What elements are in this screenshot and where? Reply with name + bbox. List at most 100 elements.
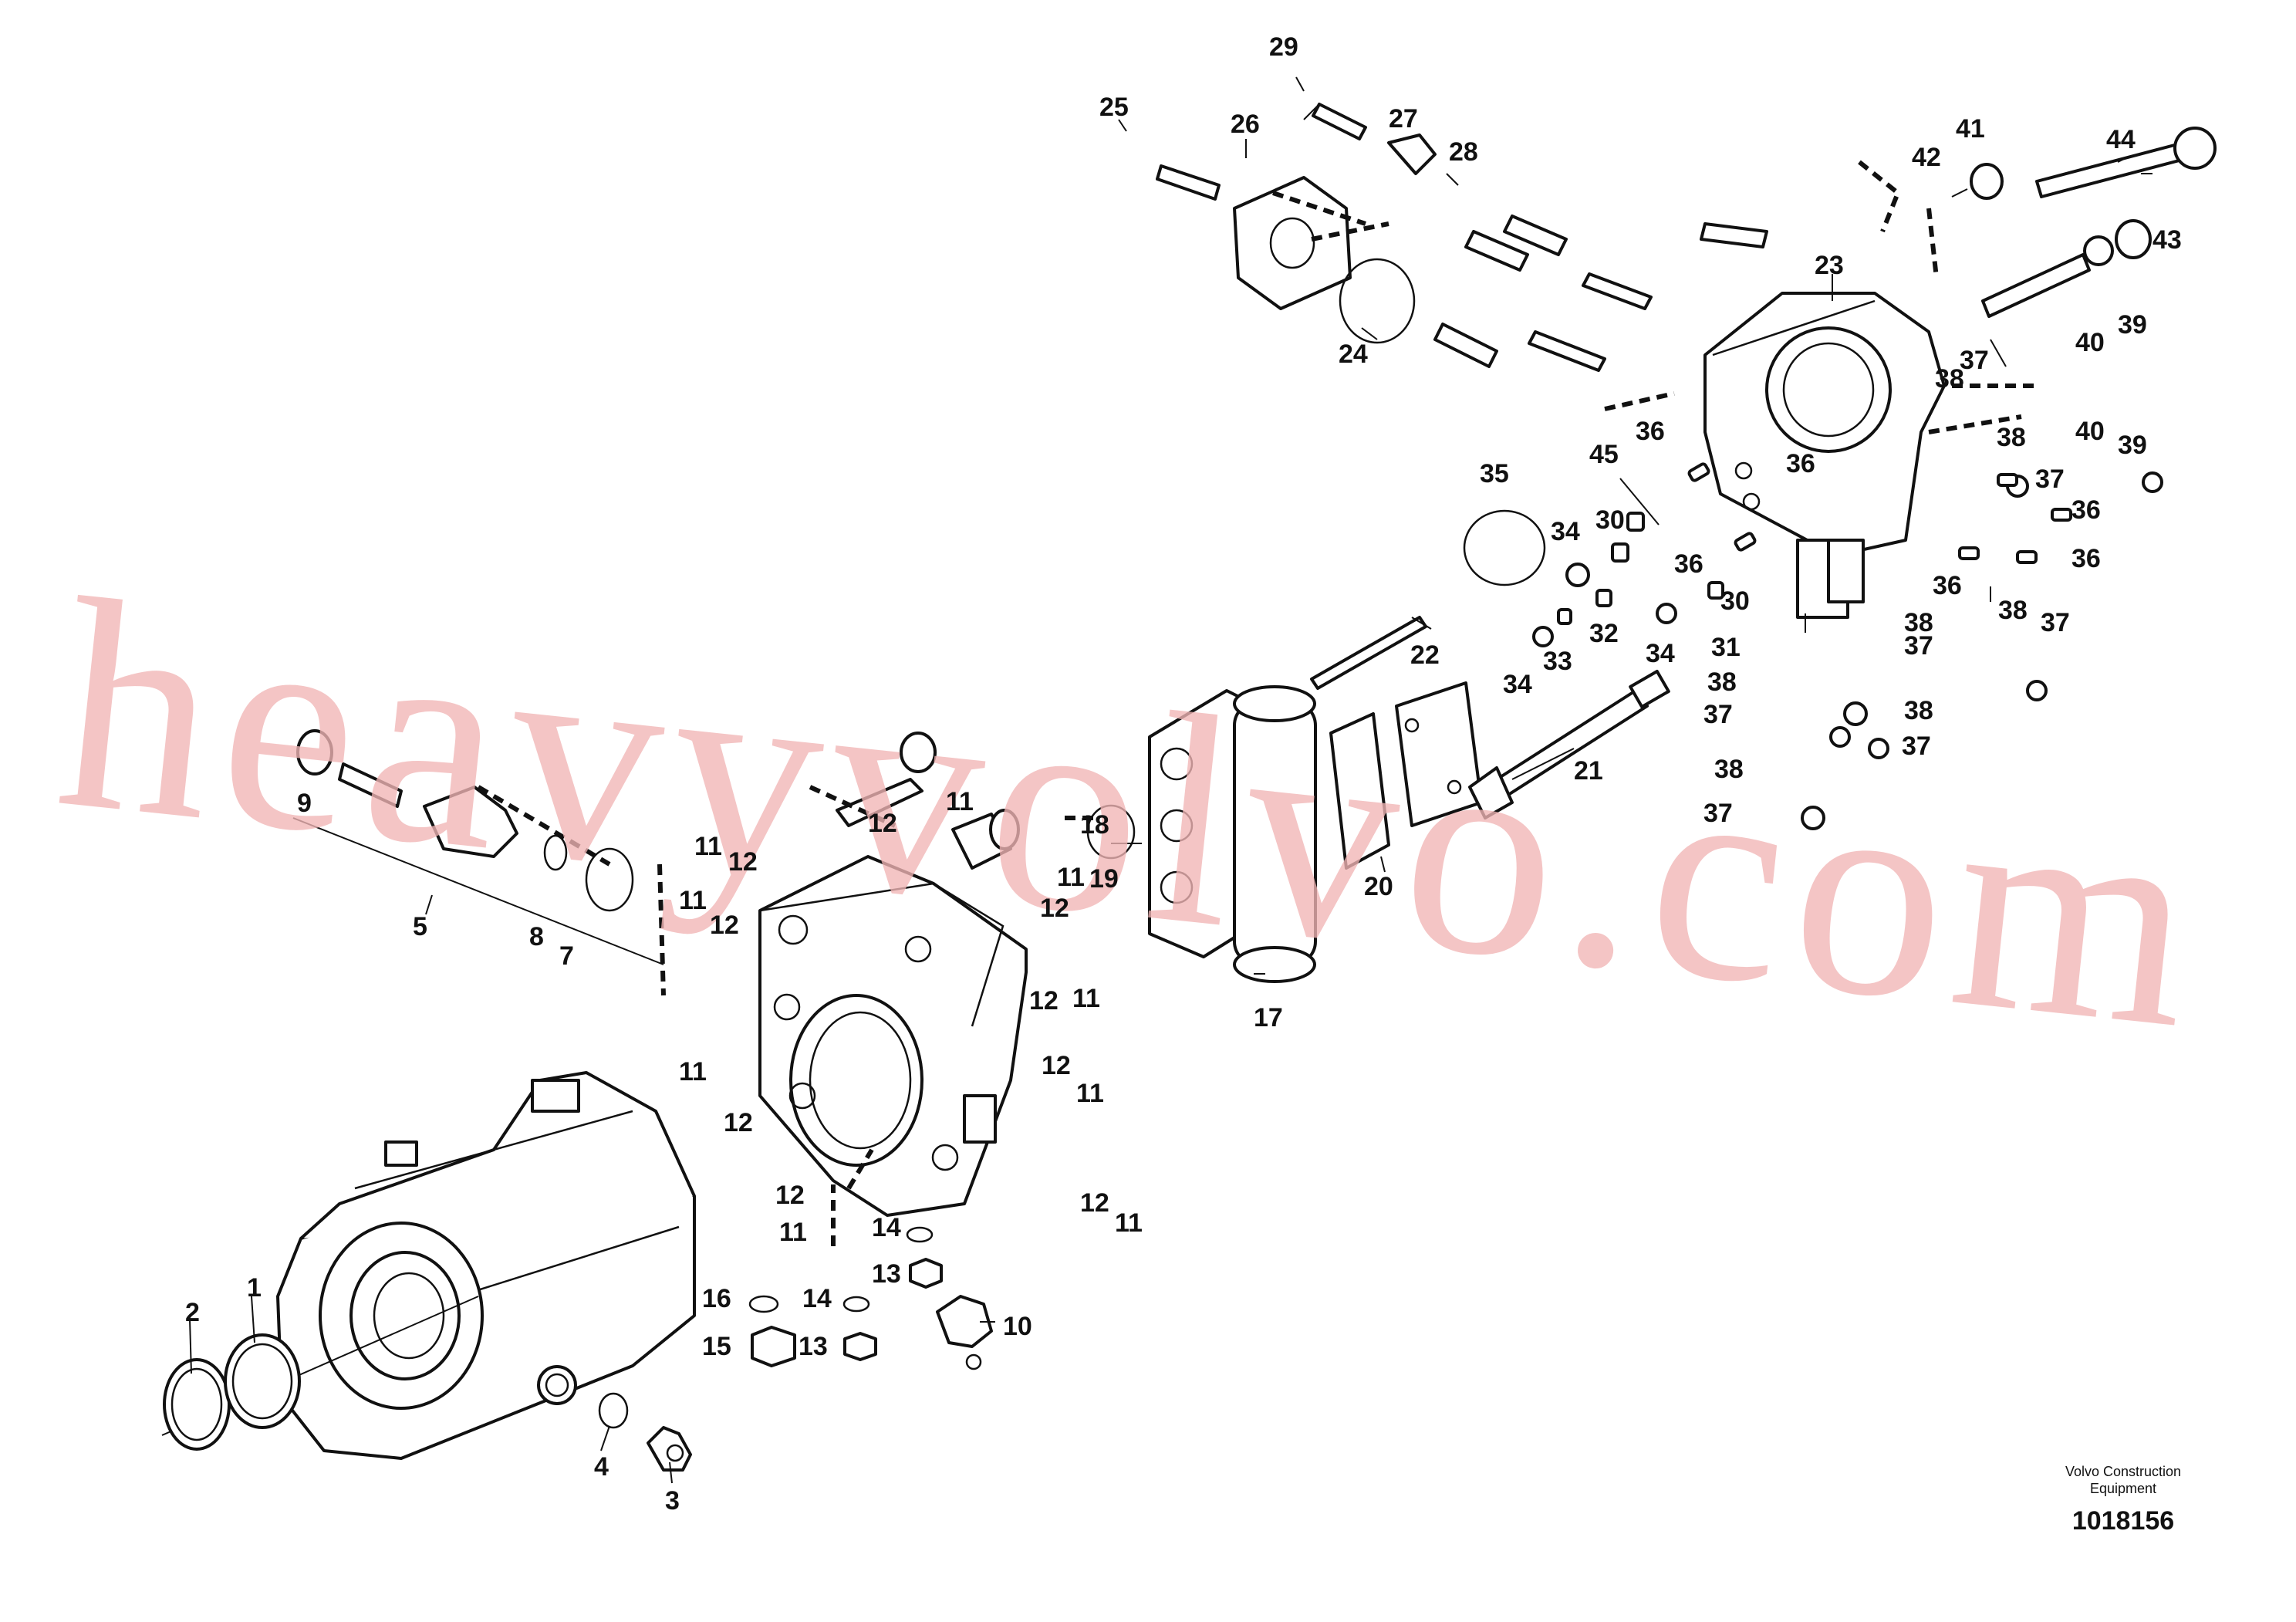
plug-screws-right — [1801, 471, 2163, 830]
callout-43: 43 — [2152, 225, 2182, 255]
callout-13: 13 — [872, 1259, 901, 1289]
callout-5: 5 — [413, 912, 427, 941]
port-plate-bolt — [836, 732, 937, 827]
callout-25: 25 — [1099, 93, 1129, 122]
callout-39: 39 — [2118, 310, 2147, 340]
cover-plates — [1329, 681, 1483, 870]
callout-numbers: 1 2 3 4 5 7 8 9 10 11 11 11 11 11 11 11 … — [185, 32, 2182, 1516]
callout-40: 40 — [2075, 328, 2105, 357]
callout-34: 34 — [1551, 517, 1580, 546]
adjusting-screws — [1970, 127, 2217, 318]
callout-37: 37 — [2041, 608, 2070, 637]
watermark-text: heavyvolvo.com — [46, 536, 2217, 1092]
callout-39: 39 — [2118, 431, 2147, 460]
callout-10: 10 — [1003, 1312, 1032, 1341]
callout-37: 37 — [1703, 799, 1733, 828]
callout-4: 4 — [594, 1452, 609, 1482]
spool-adapter-flange — [1233, 176, 1416, 344]
callout-34: 34 — [1646, 639, 1675, 668]
callout-38: 38 — [1904, 608, 1933, 637]
callout-12: 12 — [710, 911, 739, 940]
callout-27: 27 — [1389, 104, 1418, 133]
callout-12: 12 — [1042, 1051, 1071, 1080]
callout-37: 37 — [1703, 700, 1733, 729]
callout-44: 44 — [2106, 125, 2136, 154]
callout-8: 8 — [529, 922, 544, 951]
callout-36: 36 — [1933, 571, 1962, 600]
callout-36: 36 — [1674, 549, 1703, 579]
callout-24: 24 — [1339, 340, 1368, 369]
washers-and-nipples — [1532, 512, 1724, 647]
callout-31: 31 — [1711, 633, 1741, 662]
callout-30: 30 — [1720, 586, 1750, 616]
callout-37: 37 — [1904, 631, 1933, 661]
callout-21: 21 — [1574, 756, 1603, 786]
callout-11: 11 — [1115, 1208, 1143, 1238]
callout-3: 3 — [665, 1486, 680, 1516]
plug-screws-36 — [1687, 462, 2072, 564]
callout-28: 28 — [1449, 137, 1478, 167]
callout-32: 32 — [1589, 619, 1619, 648]
callout-15: 15 — [702, 1332, 731, 1361]
callout-11: 11 — [946, 787, 974, 816]
callout-17: 17 — [1254, 1003, 1283, 1032]
control-valve-body — [1703, 292, 1946, 619]
callout-33: 33 — [1543, 647, 1572, 676]
pump-housing — [161, 1071, 696, 1460]
callout-18: 18 — [1080, 810, 1109, 840]
callout-11: 11 — [1076, 1079, 1104, 1108]
callout-13: 13 — [799, 1332, 828, 1361]
callout-36: 36 — [2071, 495, 2101, 525]
callout-11: 11 — [779, 1218, 807, 1247]
spool-springs — [1156, 103, 1768, 372]
servo-cylinder — [1065, 685, 1317, 983]
callout-26: 26 — [1231, 110, 1260, 139]
callout-38: 38 — [1998, 596, 2028, 625]
callout-16: 16 — [702, 1284, 731, 1313]
brand-line-2: Equipment — [2090, 1481, 2156, 1496]
callout-12: 12 — [775, 1181, 805, 1210]
footer-block: Volvo Construction Equipment 1018156 — [2065, 1464, 2181, 1536]
callout-37: 37 — [1960, 346, 1989, 375]
callout-14: 14 — [802, 1284, 832, 1313]
tie-rod-22 — [1310, 616, 1427, 690]
callout-34: 34 — [1503, 670, 1532, 699]
callout-36: 36 — [1786, 449, 1815, 478]
callout-12: 12 — [868, 809, 897, 838]
callout-23: 23 — [1815, 251, 1844, 280]
pressure-cutoff-valve — [292, 729, 664, 965]
threaded-plug — [951, 809, 1020, 870]
callout-14: 14 — [872, 1213, 901, 1242]
callout-37: 37 — [1902, 732, 1931, 761]
port-plate — [758, 855, 1028, 1217]
snap-ring-and-o-ring — [163, 1333, 301, 1451]
callout-1: 1 — [247, 1273, 262, 1303]
callout-41: 41 — [1956, 114, 1985, 144]
callout-11: 11 — [1072, 984, 1100, 1013]
plugs-lower — [748, 1226, 943, 1367]
plug-and-washer — [598, 1392, 692, 1472]
o-ring-35 — [1463, 509, 1546, 586]
callout-12: 12 — [728, 847, 758, 877]
document-number: 1018156 — [2072, 1506, 2174, 1536]
callout-22: 22 — [1410, 640, 1440, 670]
callout-12: 12 — [1080, 1188, 1109, 1218]
callout-36: 36 — [1636, 417, 1665, 446]
callout-40: 40 — [2075, 417, 2105, 446]
callout-42: 42 — [1912, 143, 1941, 172]
callout-11: 11 — [1057, 863, 1085, 892]
callout-19: 19 — [1089, 864, 1119, 894]
callout-11: 11 — [679, 886, 707, 915]
callout-20: 20 — [1364, 872, 1393, 901]
callout-12: 12 — [1040, 894, 1069, 923]
callout-38: 38 — [1997, 423, 2026, 452]
callout-30: 30 — [1595, 505, 1625, 535]
callout-37: 37 — [2035, 465, 2065, 494]
assembly-dashed-lines — [477, 160, 2037, 1246]
drain-plug — [936, 1295, 993, 1370]
callout-38: 38 — [1935, 364, 1964, 394]
leader-lines — [189, 76, 2152, 1484]
callout-12: 12 — [1029, 986, 1059, 1015]
callout-45: 45 — [1589, 440, 1619, 469]
